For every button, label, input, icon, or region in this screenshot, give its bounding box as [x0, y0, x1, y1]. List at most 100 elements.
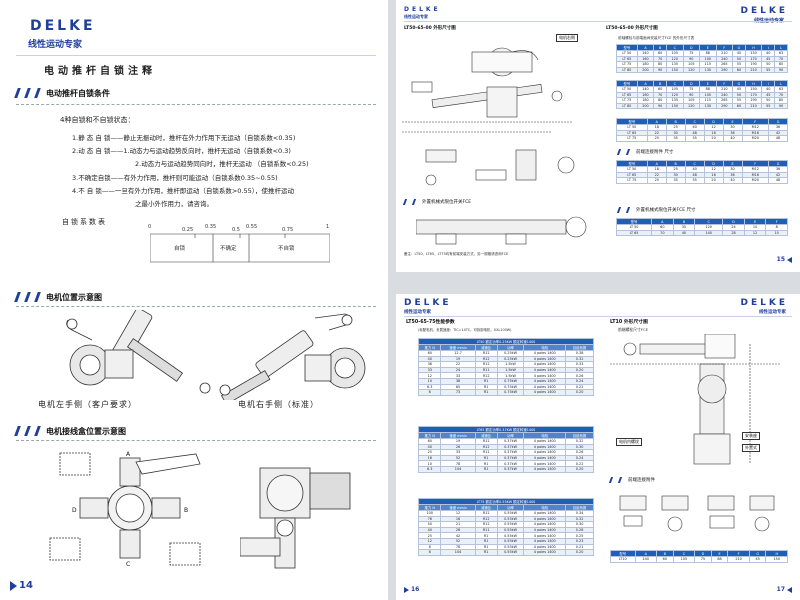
- table-cell: 20: [703, 177, 724, 184]
- tick-025: 0.25: [182, 227, 194, 233]
- condition-2b: 2.动态力与运动趋势同向时，推杆无运动 （自锁系数<0.25): [135, 160, 309, 168]
- table-cell: 55: [684, 177, 705, 184]
- table-header-cell: 推力 N: [417, 432, 442, 439]
- band-self-lock: 自锁: [174, 246, 186, 252]
- table-cell: 90: [653, 102, 667, 110]
- tick-1: 1: [326, 224, 330, 230]
- actuator-side-view-drawing: [240, 467, 351, 569]
- table-cell: 55: [761, 66, 776, 74]
- table-cell: 28: [722, 229, 745, 237]
- performance-subtitle: (标配电机，负载速度：TIC=14TC，可拆卸电机，XXL100W): [418, 328, 512, 332]
- lt50-dimension-drawing: [402, 47, 572, 133]
- table-cell: LT 75: [616, 135, 648, 142]
- table-cell: 80: [653, 61, 667, 68]
- caption-motor-right: 电机右手侧（标准）: [238, 400, 319, 409]
- table-header-cell: 推力 N: [417, 344, 442, 351]
- table-header-cell: 自锁系数: [565, 344, 594, 351]
- table-cell: 25: [646, 177, 667, 184]
- tick-035: 0.35: [205, 224, 217, 230]
- table-cell: 0.32: [565, 438, 594, 445]
- table-header-cell: 电机: [523, 504, 567, 511]
- table-cell: 33: [440, 372, 476, 379]
- table-header-cell: G: [732, 80, 746, 87]
- table-cell: 65: [440, 383, 476, 391]
- table-cell: 210: [744, 66, 763, 74]
- table-cell: 0.20: [565, 466, 594, 473]
- table-header-cell: 减速比: [474, 432, 498, 439]
- table-cell: 105: [672, 556, 696, 563]
- table-cell: 4 poles 1400: [523, 361, 567, 368]
- band-no-lock: 不自锁: [278, 246, 295, 252]
- table-cell: 12.7: [440, 350, 476, 357]
- table-cell: 60: [656, 556, 674, 563]
- condition-2a: 2.动 态 自 锁——1.动态力与运动趋势反向时，推杆无运动（自锁系数<0.3): [72, 147, 291, 155]
- table-cell: 150: [765, 556, 788, 563]
- section-fce-mount: 外置机械式限位开关FCE: [402, 198, 471, 206]
- table-header-cell: 电机: [523, 432, 567, 439]
- table-header-cell: E: [722, 118, 743, 125]
- table-header-cell: 减速比: [474, 344, 498, 351]
- table-cell: R12: [474, 372, 498, 379]
- table-cell: 48: [768, 135, 788, 142]
- table-cell: 4 poles 1400: [523, 438, 567, 445]
- table-cell: 80: [653, 97, 667, 104]
- table-cell: 0.22: [565, 383, 594, 391]
- table-cell: 0.38: [565, 350, 594, 357]
- condition-3: 3.不确定自锁——有外力作用，推杆则可能运动（自锁系数0.35~0.55): [72, 174, 278, 182]
- table-cell: 10: [417, 378, 442, 385]
- table-cell: 25: [417, 449, 442, 456]
- bottom-right-page: DELKE 线性运动专家 DELKE 线性运动专家 LT50-65-75性能参数…: [396, 294, 800, 600]
- caption-motor-left: 电机左手侧（客户要求）: [38, 400, 137, 409]
- table-cell: LT10: [610, 556, 636, 563]
- table-cell: 210: [744, 102, 763, 110]
- table-cell: 120: [682, 66, 701, 74]
- table-cell: 24: [440, 366, 476, 374]
- table-cell: LT 75: [616, 97, 638, 104]
- condition-4-cont: 之最小外作用力，请咨询。: [135, 200, 213, 208]
- table-cell: 6: [417, 549, 442, 556]
- left-page: DELKE 线性运动专家 电动推杆自锁注释 电动推杆自锁条件 4种自锁和不自锁状…: [0, 0, 388, 600]
- table-cell: 40: [672, 229, 696, 237]
- lt10-accessories-drawing: [619, 495, 775, 532]
- table-cell: 20: [703, 135, 724, 142]
- table-header-cell: 电机: [523, 344, 567, 351]
- table-cell: 16: [417, 454, 442, 462]
- drawing-title-right: LT50-65-00 外形尺寸图: [606, 26, 658, 31]
- brand-logo-left: DELKE: [404, 298, 452, 308]
- table-cell: 22: [440, 361, 476, 368]
- actuator-left-motor-drawing: [66, 310, 211, 394]
- table-cell: 48: [768, 177, 788, 184]
- drawing-title-left: LT50-65-00 外形尺寸图: [404, 26, 456, 31]
- table-cell: 0.55kW: [496, 549, 525, 556]
- table-header-cell: 型号: [616, 44, 638, 51]
- terminal-box-diagram: A C D B: [49, 451, 201, 568]
- table-cell: 36: [417, 361, 442, 368]
- table-cell: 0.37kW: [496, 466, 525, 473]
- table-cell: 120: [682, 102, 701, 110]
- table-title-fce: 前轴螺栓与前端面间安装尺寸FCE 的外形尺寸表: [618, 36, 695, 40]
- table-cell: R11: [474, 449, 498, 456]
- section-front-accessories: 前端连接附件: [608, 476, 655, 484]
- table-header-cell: B: [653, 80, 667, 87]
- table-cell: 70: [774, 91, 788, 99]
- table-header-cell: 推力 N: [417, 504, 442, 511]
- table-cell: 0.20: [565, 549, 594, 556]
- table-cell: R1: [474, 383, 498, 391]
- lt10-subtitle: 前端螺栓尺寸FCE: [618, 327, 649, 332]
- table-cell: R1: [474, 460, 498, 467]
- label-inner-thread: 电机内螺纹: [616, 438, 642, 446]
- table-cell: 0.26: [565, 449, 594, 456]
